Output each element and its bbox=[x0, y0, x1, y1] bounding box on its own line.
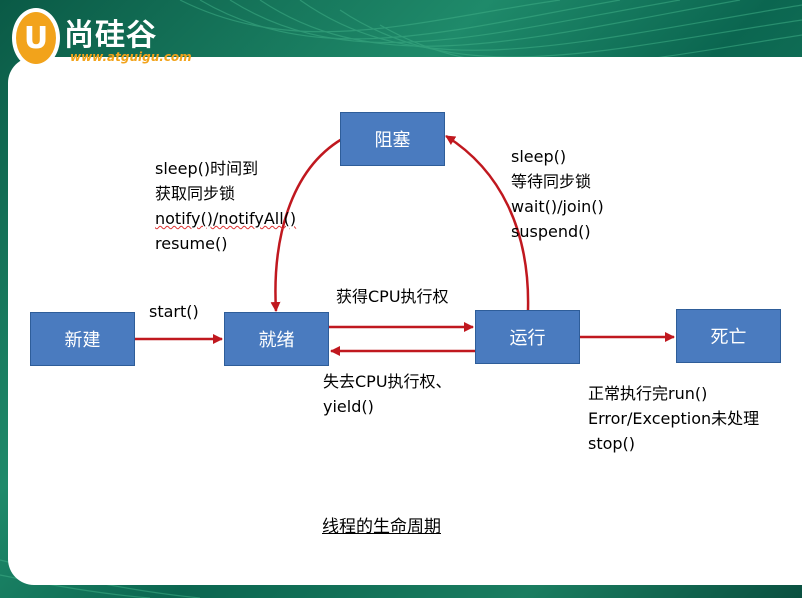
state-ready: 就绪 bbox=[224, 312, 329, 366]
label-line: 等待同步锁 bbox=[511, 172, 592, 191]
label-ready-to-running: 获得CPU执行权 bbox=[336, 284, 449, 309]
label-running-to-blocked: sleep() 等待同步锁 wait()/join() suspend() bbox=[511, 144, 604, 244]
label-line: suspend() bbox=[511, 222, 591, 241]
logo-url: www.atguigu.com bbox=[70, 50, 192, 64]
label-line: sleep() bbox=[511, 147, 567, 166]
label-line: notify()/notifyAll() bbox=[155, 209, 297, 228]
label-line: 获取同步锁 bbox=[155, 184, 236, 203]
label-new-to-ready: start() bbox=[149, 299, 199, 324]
arrow-running-to-blocked bbox=[445, 134, 530, 311]
logo-mark: U bbox=[23, 20, 49, 56]
state-blocked: 阻塞 bbox=[340, 112, 445, 166]
state-new: 新建 bbox=[30, 312, 135, 366]
label-line: 获得CPU执行权 bbox=[336, 287, 449, 306]
label-line: Error/Exception未处理 bbox=[588, 409, 760, 428]
state-running: 运行 bbox=[475, 310, 580, 364]
diagram-caption: 线程的生命周期 bbox=[322, 517, 441, 537]
logo-name: 尚硅谷 bbox=[64, 18, 157, 53]
label-line: sleep()时间到 bbox=[155, 159, 259, 178]
label-line: stop() bbox=[588, 434, 636, 453]
logo-badge: U bbox=[12, 8, 60, 68]
label-line: resume() bbox=[155, 234, 228, 253]
label-line: yield() bbox=[323, 397, 374, 416]
label-running-to-ready: 失去CPU执行权、 yield() bbox=[323, 369, 452, 419]
label-blocked-to-ready: sleep()时间到 获取同步锁 notify()/notifyAll() re… bbox=[155, 156, 296, 256]
label-line: start() bbox=[149, 302, 199, 321]
arrow-blocked-to-ready bbox=[270, 137, 343, 312]
label-line: 正常执行完run() bbox=[588, 384, 708, 403]
label-line: wait()/join() bbox=[511, 197, 604, 216]
state-dead: 死亡 bbox=[676, 309, 781, 363]
label-running-to-dead: 正常执行完run() Error/Exception未处理 stop() bbox=[588, 381, 759, 456]
label-line: 失去CPU执行权、 bbox=[323, 372, 452, 391]
